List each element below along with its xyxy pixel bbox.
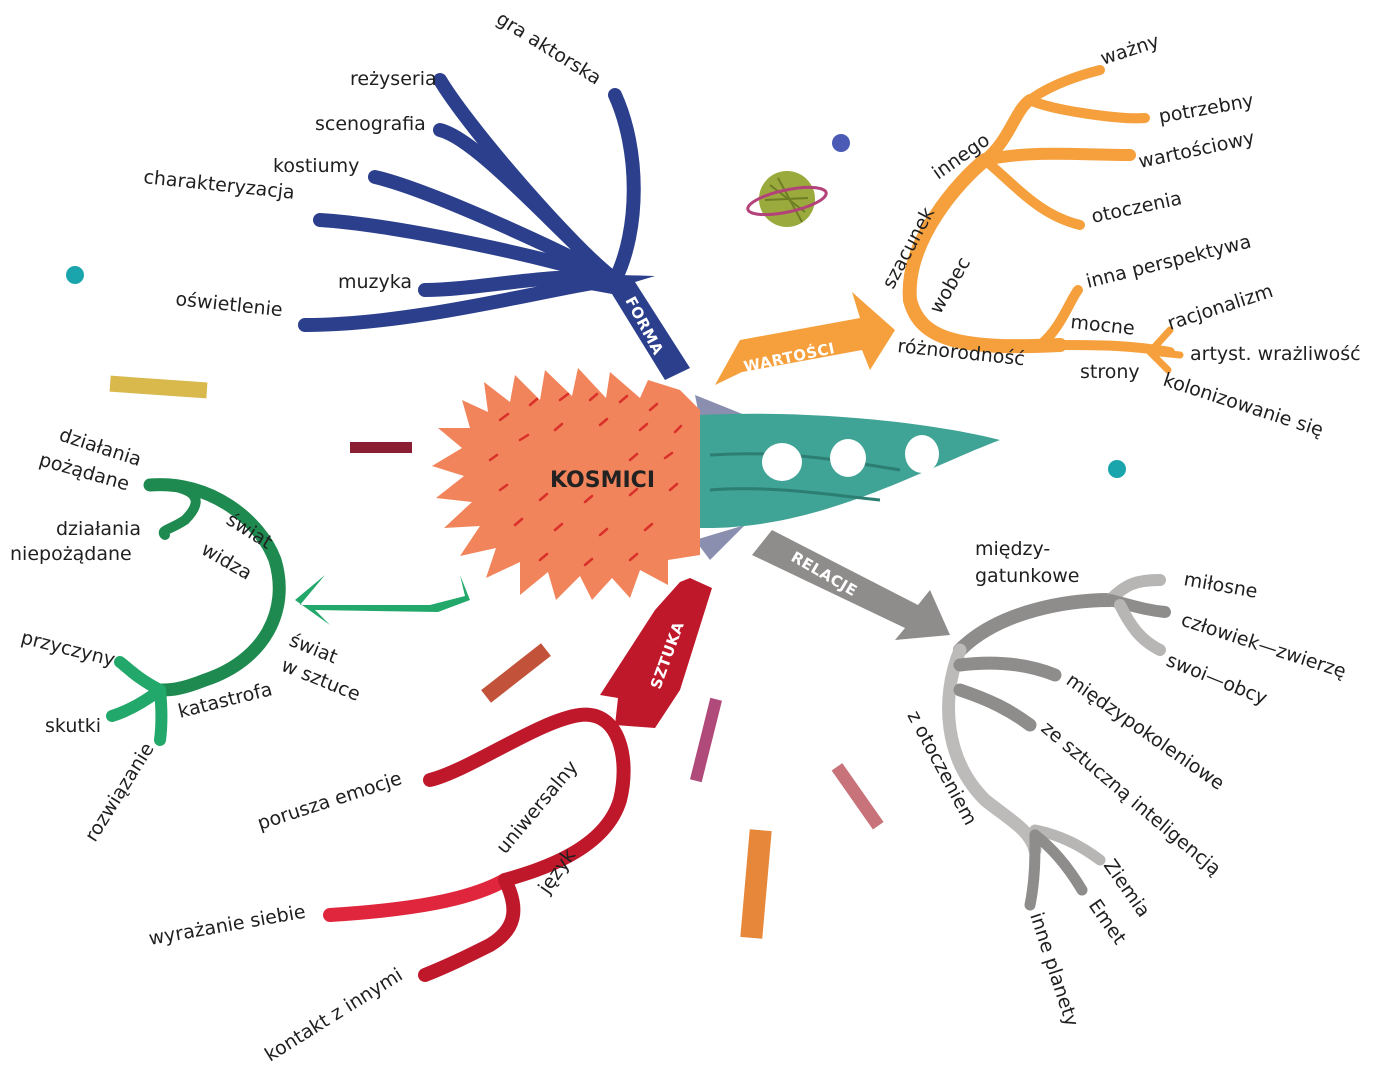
forma-item-kostiumy: kostiumy: [273, 155, 359, 177]
relacje-otoczeniem: z otoczeniem: [903, 707, 982, 829]
branch-wartosci: [715, 65, 1184, 385]
wartosci-inna-perspektywa: inna perspektywa: [1084, 231, 1253, 293]
wartosci-mocne: mocne: [1069, 311, 1135, 340]
ekologia-rozwiazanie: rozwiązanie: [81, 739, 159, 846]
sztuka-porusza: porusza emocje: [255, 767, 405, 834]
ekologia-dzialania-niepozadane-2: niepożądane: [10, 543, 132, 565]
wartosci-strony: strony: [1080, 361, 1140, 383]
rocket-icon: [695, 395, 1000, 560]
decorations: [66, 134, 1126, 939]
dot-teal-left: [66, 266, 84, 284]
relacje-sztuczna: ze sztuczną inteligencją: [1037, 717, 1225, 880]
branch-relacje: [752, 530, 1171, 911]
wartosci-arrow: [715, 292, 895, 385]
wartosci-kolonizowanie: kolonizowanie się: [1160, 369, 1326, 441]
confetti-rose-diag: [831, 763, 884, 830]
relacje-swoi: swoi—obcy: [1163, 649, 1270, 709]
dot-teal-right: [1108, 460, 1126, 478]
forma-arrow: [590, 275, 690, 380]
forma-item-oswietlenie: oświetlenie: [174, 288, 283, 321]
ekologia-przyczyny: przyczyny: [19, 627, 118, 672]
forma-item-scenografia: scenografia: [315, 113, 426, 135]
relacje-emet: Emet: [1084, 895, 1131, 948]
flame-shape: [432, 368, 700, 600]
forma-item-muzyka: muzyka: [338, 271, 412, 293]
wartosci-otoczenia: otoczenia: [1089, 187, 1183, 228]
branch-ekologia: [106, 478, 470, 746]
central-title: KOSMICI: [550, 468, 655, 493]
branch-sztuka: [323, 578, 712, 982]
ekologia-dzialania-niepozadane-1: działania: [56, 518, 141, 540]
confetti-maroon: [350, 442, 412, 453]
forma-item-rezyseria: reżyseria: [350, 68, 437, 90]
wartosci-potrzebny: potrzebny: [1157, 90, 1255, 128]
relacje-miedzy-2: gatunkowe: [975, 565, 1079, 587]
confetti-orange-diag: [481, 643, 551, 703]
branch-forma: [298, 73, 690, 380]
dot-blue-top: [832, 134, 850, 152]
relacje-miedzy-1: między-: [975, 538, 1050, 560]
planet-icon: [746, 171, 828, 227]
forma-item-gra-aktorska: gra aktorska: [492, 8, 605, 90]
ekologia-swiat-widza-2: widza: [198, 538, 256, 584]
relacje-inne-planety: inne planety: [1025, 910, 1083, 1029]
ekologia-skutki: skutki: [45, 715, 101, 737]
flame-dashes: [488, 392, 683, 567]
sztuka-wyrazanie: wyrażanie siebie: [147, 901, 307, 950]
sztuka-uniwersalny: uniwersalny: [492, 756, 582, 858]
wartosci-wazny: ważny: [1098, 30, 1162, 70]
wartosci-wartosciowy: wartościowy: [1136, 127, 1256, 173]
confetti-orange-vert: [740, 829, 772, 939]
confetti-yellow: [109, 375, 208, 399]
relacje-milosne: miłosne: [1182, 568, 1259, 603]
wartosci-wrazliwosc: artyst. wrażliwość: [1190, 343, 1361, 365]
confetti-pink-vert: [690, 697, 722, 783]
sztuka-arrow: [600, 578, 712, 728]
wartosci-wobec: wobec: [925, 253, 975, 317]
relacje-arrow: [752, 530, 950, 640]
wartosci-racjonalizm: racjonalizm: [1165, 280, 1276, 335]
ekologia-category-label: EKOLOGIA: [323, 584, 412, 602]
sztuka-kontakt: kontakt z innymi: [261, 964, 407, 1066]
